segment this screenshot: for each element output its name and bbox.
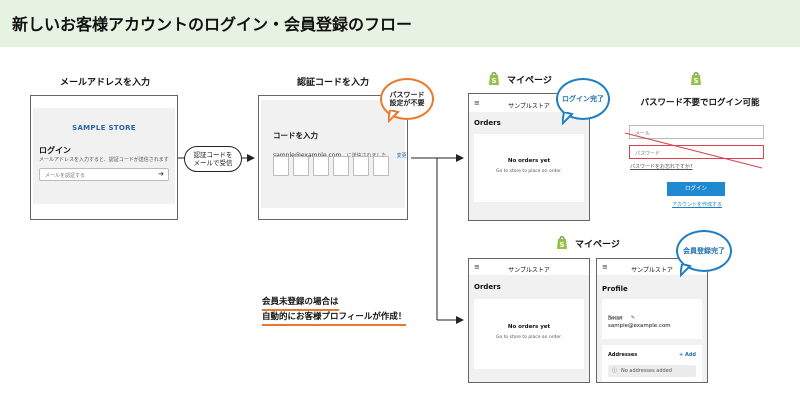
mypage-top-body: Orders No orders yet Go to store to plac… [469,112,589,220]
store-logo: SAMPLE STORE [72,124,136,132]
no-addresses-notice: ⓘ No addresses added [608,365,696,377]
page-title: 新しいお客様アカウントのログイン・会員登録のフロー [12,15,413,34]
profile-name-row: Name ✎ [608,304,635,323]
email-value: sample@example.com [608,323,671,329]
info-icon: ⓘ [612,368,618,374]
code-sent-email: sample@example.com [273,152,341,159]
mypage-top-title: マイページ [507,76,552,86]
svg-text:S: S [559,241,564,249]
strikethrough-line [624,132,763,169]
profile-body: Profile Name ✎ Email sample@example.com … [597,275,707,382]
change-email-link[interactable]: 変更 [396,153,407,159]
addresses-card: Addresses + Add ⓘ No addresses added [602,345,702,382]
email-input-placeholder: メールを認証する [45,173,86,179]
orders-heading: Orders [474,283,501,291]
bubble-tail-blue-top [562,112,574,126]
profile-store-name: サンプルストア [631,267,673,274]
hamburger-menu-icon[interactable]: ≡ [474,263,480,271]
no-orders-text: No orders yet [507,158,551,164]
login-heading: ログイン [39,146,71,155]
forgot-password-link[interactable]: パスワードをお忘れですか? [630,164,693,170]
note-line-2: 自動的にお客様プロフィールが作成！ [262,311,407,326]
profile-screen: ≡ サンプルストア Profile Name ✎ Email sample@ex… [596,258,708,383]
login-email-placeholder: メール [635,130,651,137]
no-orders-subtext: Go to store to place an order. [496,169,562,174]
mypage-bottom-body: Orders No orders yet Go to store to plac… [469,275,589,382]
arrow-right-icon[interactable]: ➔ [158,170,164,178]
addresses-heading: Addresses [608,352,638,358]
passwordless-title: パスワード不要でログイン可能 [640,98,760,108]
header-banner [0,0,800,47]
step2-screen: コードを入力 sample@example.com に送信されました 変更 [258,95,408,220]
shopify-bag-icon: S [555,234,569,254]
shopify-bag-icon: S [487,70,501,90]
code-digit-3[interactable] [313,156,329,176]
auto-profile-note: 会員未登録の場合は 自動的にお客様プロフィールが作成！ [262,296,407,326]
orders-card: No orders yet Go to store to place an or… [474,134,584,202]
mypage-bottom-screen: ≡ サンプルストア Orders No orders yet Go to sto… [468,258,590,383]
code-digit-1[interactable] [273,156,289,176]
step1-login-card: SAMPLE STORE ログイン メールアドレスを入力すると、認証コードが送信… [33,108,175,204]
login-password-placeholder: パスワード [635,150,661,157]
name-label: Name [608,315,623,321]
note-line-1: 会員未登録の場合は [262,296,339,311]
step1-title: メールアドレスを入力 [59,78,150,88]
mypage-bottom-store-name: サンプルストア [508,267,550,274]
hamburger-menu-icon[interactable]: ≡ [602,263,608,271]
bubble-tail-blue-bottom [680,264,692,278]
no-addresses-text: No addresses added [621,368,672,374]
mypage-bottom-title: マイページ [575,240,620,250]
login-email-input[interactable]: メール [629,125,764,139]
orders-card: No orders yet Go to store to place an or… [474,299,584,369]
email-input[interactable]: メールを認証する ➔ [39,168,169,181]
code-digit-5[interactable] [353,156,369,176]
hamburger-menu-icon[interactable]: ≡ [474,99,480,107]
mypage-top-store-name: サンプルストア [508,103,550,110]
code-digit-2[interactable] [293,156,309,176]
svg-text:S: S [693,77,698,85]
login-password-input[interactable]: パスワード [629,145,764,159]
step1-screen: SAMPLE STORE ログイン メールアドレスを入力すると、認証コードが送信… [30,95,178,220]
create-account-link[interactable]: アカウントを作成する [671,202,722,208]
code-heading: コードを入力 [273,131,318,140]
code-digit-4[interactable] [333,156,349,176]
email-label: Email [608,316,622,322]
profile-card: Name ✎ Email sample@example.com [602,299,702,339]
shopify-bag-icon: S [689,70,703,90]
no-orders-subtext: Go to store to place an order. [496,335,562,340]
orders-heading: Orders [474,119,501,127]
code-digit-6[interactable] [373,156,389,176]
login-description: メールアドレスを入力すると、認証コードが送信されます [39,157,169,163]
login-button[interactable]: ログイン [667,182,725,196]
step2-code-card: コードを入力 sample@example.com に送信されました 変更 [261,100,407,208]
profile-heading: Profile [602,285,628,293]
no-orders-text: No orders yet [507,324,551,330]
bubble-tail-orange [388,110,400,124]
pencil-icon[interactable]: ✎ [630,315,636,321]
svg-text:S: S [491,77,496,85]
step2-title: 認証コードを入力 [296,78,369,88]
email-code-connector-label: 認証コードを メールで受信 [184,146,242,172]
add-address-link[interactable]: + Add [679,352,696,358]
